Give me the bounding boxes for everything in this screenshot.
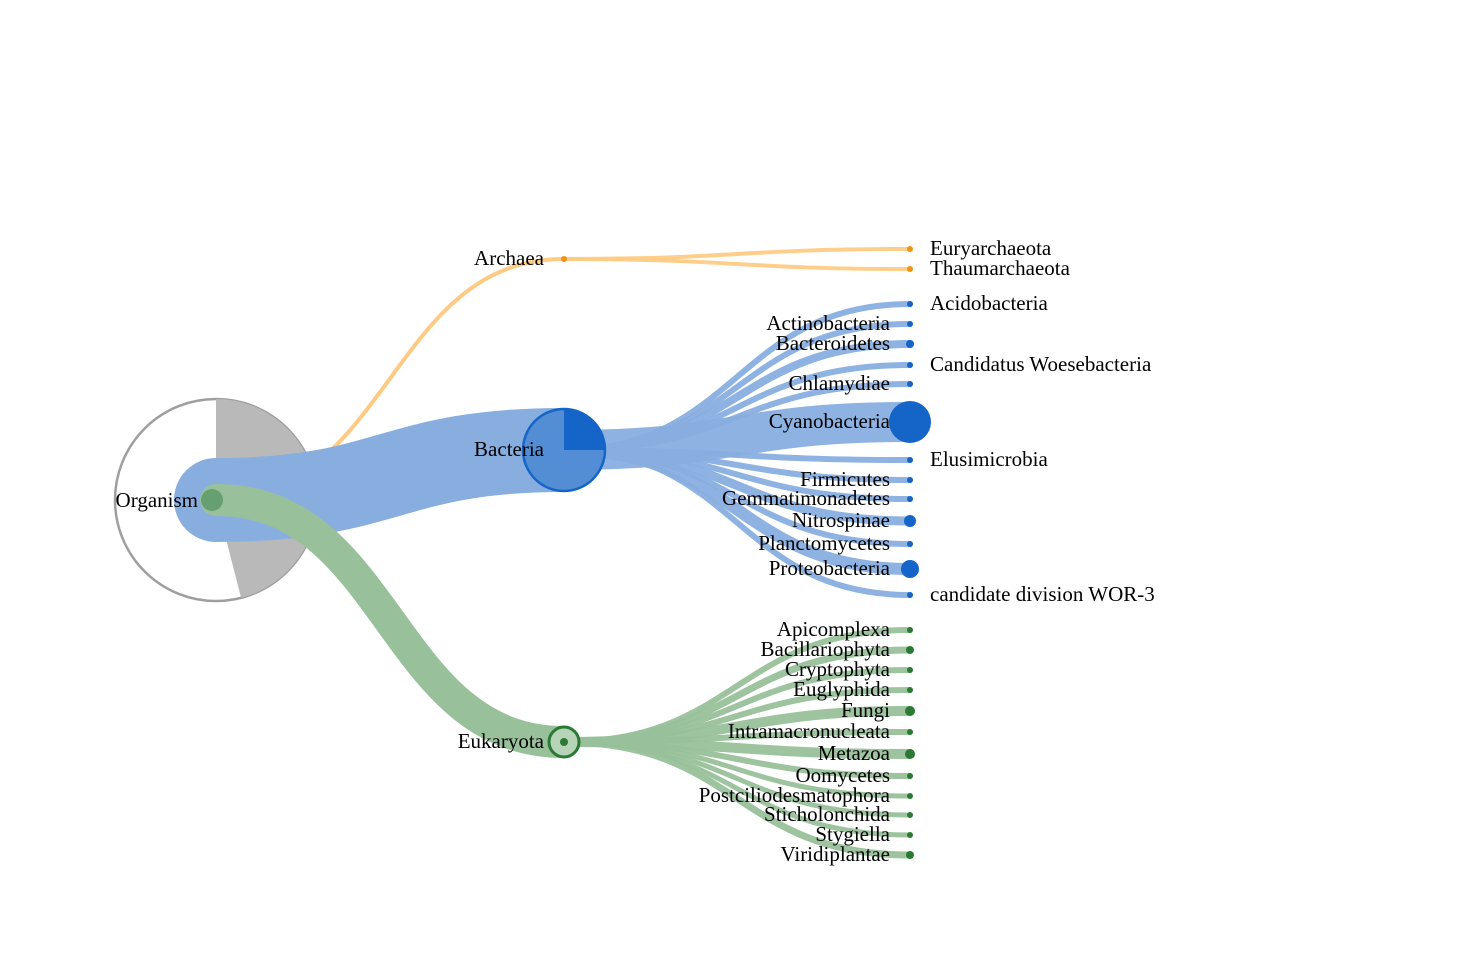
proteobacteria-label: Proteobacteria [769,556,891,580]
bacteria-pie-wedge [564,409,605,450]
elusimicrobia-label: Elusimicrobia [930,447,1048,471]
apicomplexa-node[interactable] [907,627,913,633]
link-bacteria-candidate-division-wor-3 [561,447,913,598]
link-eukaryota-viridiplantae [560,738,914,859]
euglyphida-label: Euglyphida [793,677,890,701]
intramacronucleata-node[interactable] [907,729,913,735]
viridiplantae-node[interactable] [906,851,914,859]
proteobacteria-node[interactable] [901,560,919,578]
eukaryota-label: Eukaryota [458,729,545,753]
candidatus-woesebacteria-node[interactable] [907,362,913,368]
archaea-label: Archaea [474,246,545,270]
bacteroidetes-label: Bacteroidetes [776,331,890,355]
bacteria-label: Bacteria [474,437,545,461]
candidate-division-wor-3-label: candidate division WOR-3 [930,582,1155,606]
apicomplexa-label: Apicomplexa [777,617,891,641]
euryarchaeota-node[interactable] [907,246,913,252]
intramacronucleata-label: Intramacronucleata [728,719,891,743]
fungi-label: Fungi [841,698,890,722]
stygiella-label: Stygiella [815,822,890,846]
firmicutes-node[interactable] [907,477,913,483]
nitrospinae-node[interactable] [904,515,916,527]
tree-links [113,247,930,859]
metazoa-node[interactable] [905,749,915,759]
cyanobacteria-label: Cyanobacteria [769,409,891,433]
oomycetes-node[interactable] [907,773,913,779]
sticholonchida-label: Sticholonchida [764,802,891,826]
stygiella-node[interactable] [907,832,913,838]
actinobacteria-label: Actinobacteria [766,311,890,335]
bacillariophyta-label: Bacillariophyta [761,637,891,661]
euryarchaeota-label: Euryarchaeota [930,236,1052,260]
actinobacteria-node[interactable] [907,321,913,327]
elusimicrobia-node[interactable] [907,457,913,463]
thaumarchaeota-label: Thaumarchaeota [930,256,1071,280]
candidatus-woesebacteria-label: Candidatus Woesebacteria [930,352,1152,376]
link-organism-eukaryota [200,484,580,758]
firmicutes-label: Firmicutes [800,467,890,491]
link-archaea-thaumarchaeota [562,257,912,271]
postciliodesmatophora-node[interactable] [907,793,913,799]
nitrospinae-label: Nitrospinae [792,508,890,532]
archaea-node[interactable] [561,256,567,262]
gemmatimonadetes-node[interactable] [907,496,913,502]
eukaryota-node-core [560,738,568,746]
euglyphida-node[interactable] [907,687,913,693]
acidobacteria-node[interactable] [907,301,913,307]
oomycetes-label: Oomycetes [796,763,890,787]
chlamydiae-label: Chlamydiae [789,371,890,395]
acidobacteria-label: Acidobacteria [930,291,1048,315]
organism-node-core [201,489,223,511]
planctomycetes-label: Planctomycetes [758,531,890,555]
tree-labels: Archaea EuryarchaeotaThaumarchaeotaBacter… [116,236,1155,866]
fungi-node[interactable] [905,706,915,716]
candidate-division-wor-3-node[interactable] [907,592,913,598]
chlamydiae-node[interactable] [907,381,913,387]
bacillariophyta-node[interactable] [906,646,914,654]
bacteroidetes-node[interactable] [906,340,914,348]
cyanobacteria-node[interactable] [889,401,931,443]
cryptophyta-node[interactable] [907,667,913,673]
organism-label: Organism [116,488,198,512]
tree-nodes [201,246,931,859]
thaumarchaeota-node[interactable] [907,266,913,272]
viridiplantae-label: Viridiplantae [780,842,890,866]
gemmatimonadetes-label: Gemmatimonadetes [722,486,890,510]
planctomycetes-node[interactable] [907,541,913,547]
metazoa-label: Metazoa [818,741,891,765]
cryptophyta-label: Cryptophyta [785,657,891,681]
sticholonchida-node[interactable] [907,812,913,818]
postciliodesmatophora-label: Postciliodesmatophora [699,783,891,807]
